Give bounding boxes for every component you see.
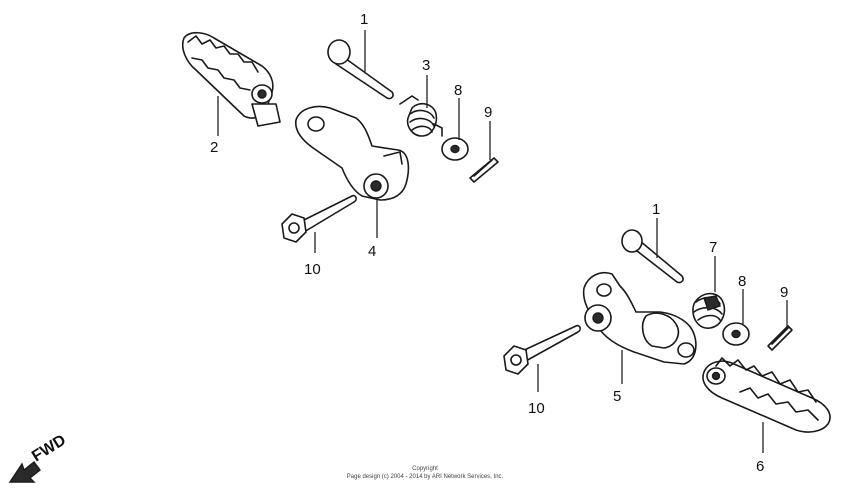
washer-lower [722, 322, 750, 346]
fwd-label: FWD [29, 432, 69, 466]
callout-10-upper: 10 [304, 261, 321, 278]
clevis-pin-upper [327, 39, 394, 100]
cotter-pin-upper [469, 157, 499, 183]
callout-2: 2 [210, 139, 218, 156]
callout-3: 3 [422, 57, 430, 74]
spring-lower [692, 292, 726, 329]
fwd-arrow-icon [8, 461, 41, 483]
bolt-upper [281, 194, 357, 243]
clevis-pin-lower [621, 229, 684, 284]
callout-9-upper: 9 [484, 104, 492, 121]
copyright-line2: Page design (c) 2004 - 2014 by ARI Netwo… [346, 474, 504, 480]
copyright-line1: Copyright [412, 466, 438, 472]
bracket-upper [294, 105, 410, 201]
washer-upper [441, 137, 469, 161]
callout-5: 5 [613, 388, 621, 405]
footpeg-lower [702, 357, 831, 433]
footpeg-upper [181, 31, 281, 127]
callout-1-upper: 1 [360, 11, 368, 28]
callout-8-lower: 8 [738, 273, 746, 290]
callout-1-lower: 1 [652, 201, 660, 218]
callout-4: 4 [368, 243, 376, 260]
cotter-pin-lower [767, 325, 793, 351]
bracket-lower [582, 272, 697, 365]
callout-9-lower: 9 [780, 284, 788, 301]
callout-10-lower: 10 [528, 400, 545, 417]
callout-7: 7 [709, 239, 717, 256]
callout-6: 6 [756, 458, 764, 475]
bolt-lower [503, 324, 581, 375]
callout-8-upper: 8 [454, 82, 462, 99]
spring-upper [399, 95, 443, 137]
